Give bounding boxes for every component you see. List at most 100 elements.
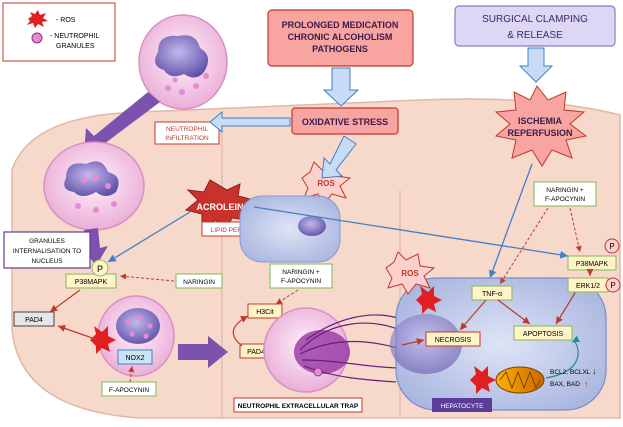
pad4-mid-text: PAD4 xyxy=(247,349,265,356)
net-label-box: NEUTROPHIL EXTRACELLULAR TRAP xyxy=(233,397,363,413)
prolonged-text-2: CHRONIC ALCOHOLISM xyxy=(288,32,393,42)
f-apocynin-box: F-APOCYNIN xyxy=(101,381,157,397)
granules-int-text-2: INTERNALISATION TO xyxy=(13,248,81,255)
arrow-surgical-to-ischemia xyxy=(518,47,554,83)
phospho-left: P xyxy=(91,259,109,277)
prolonged-medication-box: PROLONGED MEDICATION CHRONIC ALCOHOLISM … xyxy=(267,9,414,67)
neutrophil-extracellular-trap-cell xyxy=(263,307,405,393)
ros-mito xyxy=(470,366,496,394)
legend-granules-label-1: - NEUTROPHIL xyxy=(50,33,100,40)
nox2-text: NOX2 xyxy=(125,355,144,362)
naringin-fapocynin-mid: NARINGIN + F-APOCYNIN xyxy=(269,263,333,289)
inhibit-naringin-p38 xyxy=(119,273,175,282)
necrosis-text: NECROSIS xyxy=(435,337,472,344)
hepatocyte-text: HEPATOCYTE xyxy=(441,403,485,410)
apoptosis-text: APOPTOSIS xyxy=(523,331,564,338)
arrow-prolonged-to-oxidative xyxy=(322,67,360,107)
bcl-up-arrow: ↑ xyxy=(584,379,589,389)
neutrophil-middle xyxy=(43,141,145,231)
oxidative-stress-box: OXIDATIVE STRESS xyxy=(291,107,399,135)
granules-internalisation-box: GRANULES INTERNALISATION TO NUCLEUS xyxy=(3,231,91,269)
legend-box: - ROS - NEUTROPHIL GRANULES xyxy=(2,2,116,62)
p38-left-text: P38MAPK xyxy=(75,279,108,286)
arrow-erk-to-apoptosis xyxy=(555,287,579,325)
ros-burst-2-text: ROS xyxy=(401,269,419,278)
apoptosis-box: APOPTOSIS xyxy=(513,325,573,341)
necrosis-box: NECROSIS xyxy=(425,331,481,347)
neutrophil-infiltration-box: NEUTROPHIL INFILTRATION xyxy=(154,121,220,145)
arrow-tnf-to-necrosis xyxy=(459,299,487,331)
acrolein-text: ACROLEIN xyxy=(197,202,244,212)
purple-arrow-infiltrate xyxy=(84,92,160,154)
oxidative-text: OXIDATIVE STRESS xyxy=(302,117,388,127)
curve-pad4-to-h3cit xyxy=(232,315,249,347)
phospho-right-1: P xyxy=(604,238,620,254)
net-fibers xyxy=(299,314,405,383)
infiltration-text-1: NEUTROPHIL xyxy=(166,126,208,133)
f-apocynin-text: F-APOCYNIN xyxy=(109,387,149,394)
ros-legend-icon xyxy=(27,10,48,28)
ischemia-text-1: ISCHEMIA xyxy=(518,116,563,126)
upper-cell xyxy=(239,195,341,263)
phospho-right-2-text: P xyxy=(610,281,615,290)
bcl-text-2: BAX, BAD xyxy=(550,381,580,388)
naringin-fapo-right-text-1: NARINGIN + xyxy=(546,187,584,194)
neutrophil-middle-nucleus xyxy=(64,161,119,196)
granules-int-text-3: NUCLEUS xyxy=(31,258,63,265)
naringin-fapo-mid-text-2: F-APOCYNIN xyxy=(281,278,321,285)
erk-box: ERK1/2 xyxy=(567,277,609,293)
inhibit-right-p38 xyxy=(569,207,582,253)
naringin-text: NARINGIN xyxy=(183,279,215,286)
naringin-fapo-right-text-2: F-APOCYNIN xyxy=(545,196,585,203)
inhibit-fapocynin-nox2 xyxy=(128,365,135,383)
bcl-text-group: BCL2, BCLXL ↓ BAX, BAD ↑ xyxy=(550,366,597,389)
p38mapk-right: P38MAPK xyxy=(567,255,617,271)
ros-burst-neutrophil xyxy=(90,326,116,354)
p38-right-text: P38MAPK xyxy=(576,261,609,268)
naringin-fapo-mid-text-1: NARINGIN + xyxy=(282,269,320,276)
ischemia-reperfusion-burst: ISCHEMIA REPERFUSION xyxy=(494,85,588,167)
neutrophil-top xyxy=(138,14,228,110)
h3cit-box: H3Cit xyxy=(247,303,283,319)
line-ischemia-to-tnf xyxy=(489,163,533,279)
pad4-left-text: PAD4 xyxy=(25,317,43,324)
arrow-oxidative-to-infiltration xyxy=(209,110,291,134)
bcl-text-1: BCL2, BCLXL xyxy=(550,369,591,376)
p38mapk-left: P38MAPK xyxy=(65,273,117,289)
line-acrolein-to-p38right xyxy=(253,206,569,259)
erk-text: ERK1/2 xyxy=(576,283,600,290)
nox2-box: NOX2 xyxy=(117,349,153,365)
prolonged-text-1: PROLONGED MEDICATION xyxy=(282,20,399,30)
granule-legend-icon xyxy=(31,32,43,44)
arrow-p38-to-pad4 xyxy=(49,289,81,313)
inhibit-naringin-h3cit xyxy=(275,289,299,305)
neutrophil-lower xyxy=(97,295,175,377)
ros-necrosis xyxy=(416,286,442,314)
ischemia-text-2: REPERFUSION xyxy=(507,128,572,138)
ros-burst-1-text: ROS xyxy=(317,179,335,188)
curve-mito-to-apoptosis xyxy=(545,335,581,379)
tnf-text: TNF-α xyxy=(482,291,502,298)
mitochondrion xyxy=(495,366,545,394)
net-text: NEUTROPHIL EXTRACELLULAR TRAP xyxy=(238,403,359,410)
arrow-net-to-necrosis xyxy=(401,338,425,346)
ros-burst-2: ROS xyxy=(385,251,436,295)
surgical-text-1: SURGICAL CLAMPING xyxy=(482,14,588,25)
phospho-left-text: P xyxy=(97,264,103,274)
line-acrolein-to-p38left xyxy=(107,211,191,263)
naringin-fapocynin-right: NARINGIN + F-APOCYNIN xyxy=(533,181,597,207)
legend-ros-label: - ROS xyxy=(56,17,76,24)
arrow-tnf-to-apoptosis xyxy=(497,299,531,325)
infiltration-text-2: INFILTRATION xyxy=(165,135,209,142)
granules-int-text-1: GRANULES xyxy=(29,238,65,245)
purple-arrow-to-net xyxy=(178,336,228,368)
h3cit-text: H3Cit xyxy=(256,309,274,316)
phospho-right-2: P xyxy=(605,277,621,293)
bcl-down-arrow: ↓ xyxy=(592,366,597,376)
phospho-right-1-text: P xyxy=(609,242,614,251)
naringin-box: NARINGIN xyxy=(175,273,223,289)
surgical-text-2: & RELEASE xyxy=(507,30,563,41)
tnf-box: TNF-α xyxy=(471,285,513,301)
arrow-pad4-to-neutrophil xyxy=(57,324,99,341)
